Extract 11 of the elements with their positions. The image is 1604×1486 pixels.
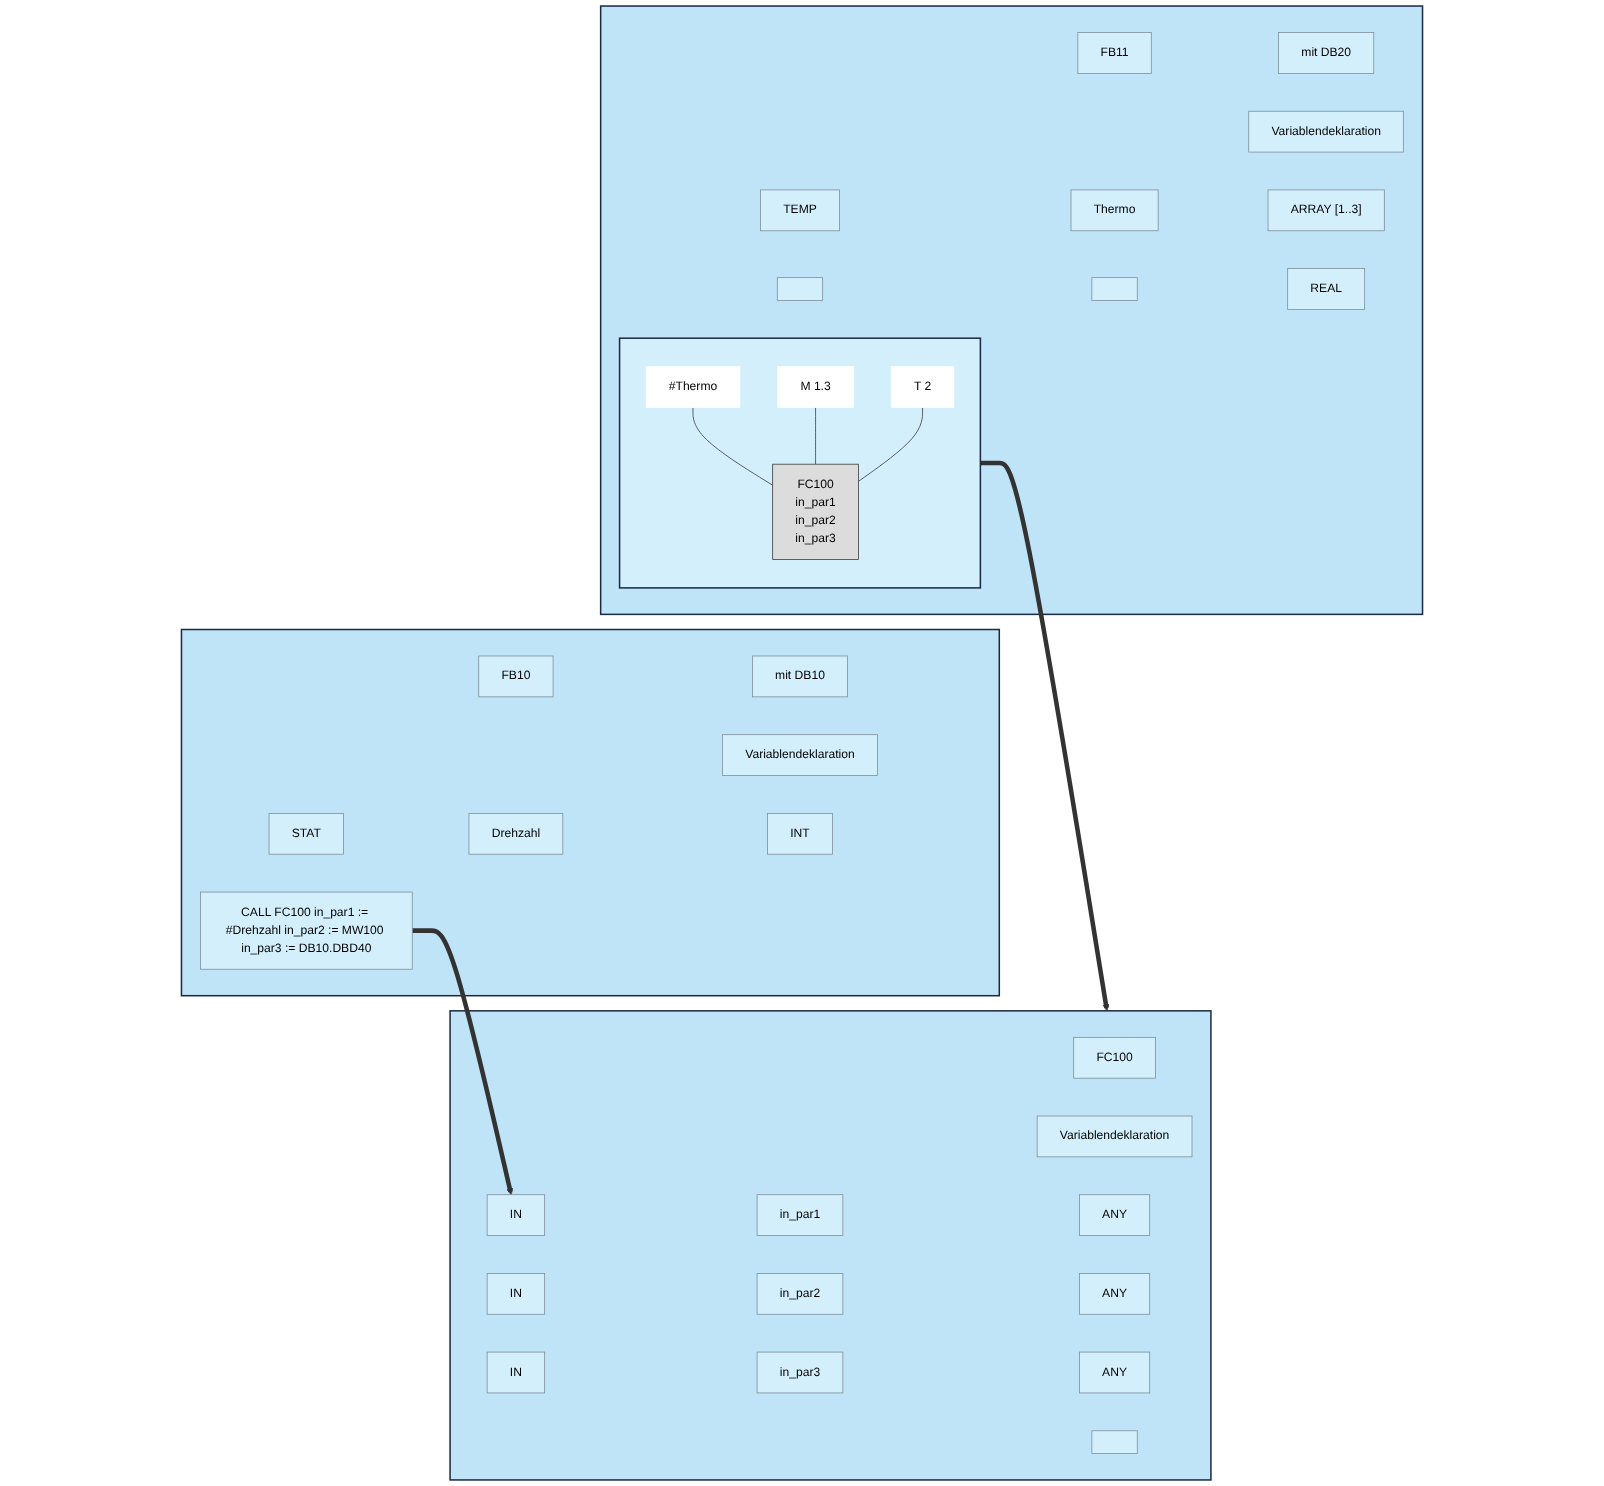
cluster [618,337,982,589]
connector [858,407,923,482]
arrow [980,460,1110,1012]
node-box [776,277,824,301]
node-box [1091,277,1138,301]
node-box [1091,1430,1138,1454]
cluster [599,5,1424,616]
cluster [449,1010,1212,1481]
connector [815,407,816,465]
cluster [180,628,1001,997]
connector [692,407,774,486]
